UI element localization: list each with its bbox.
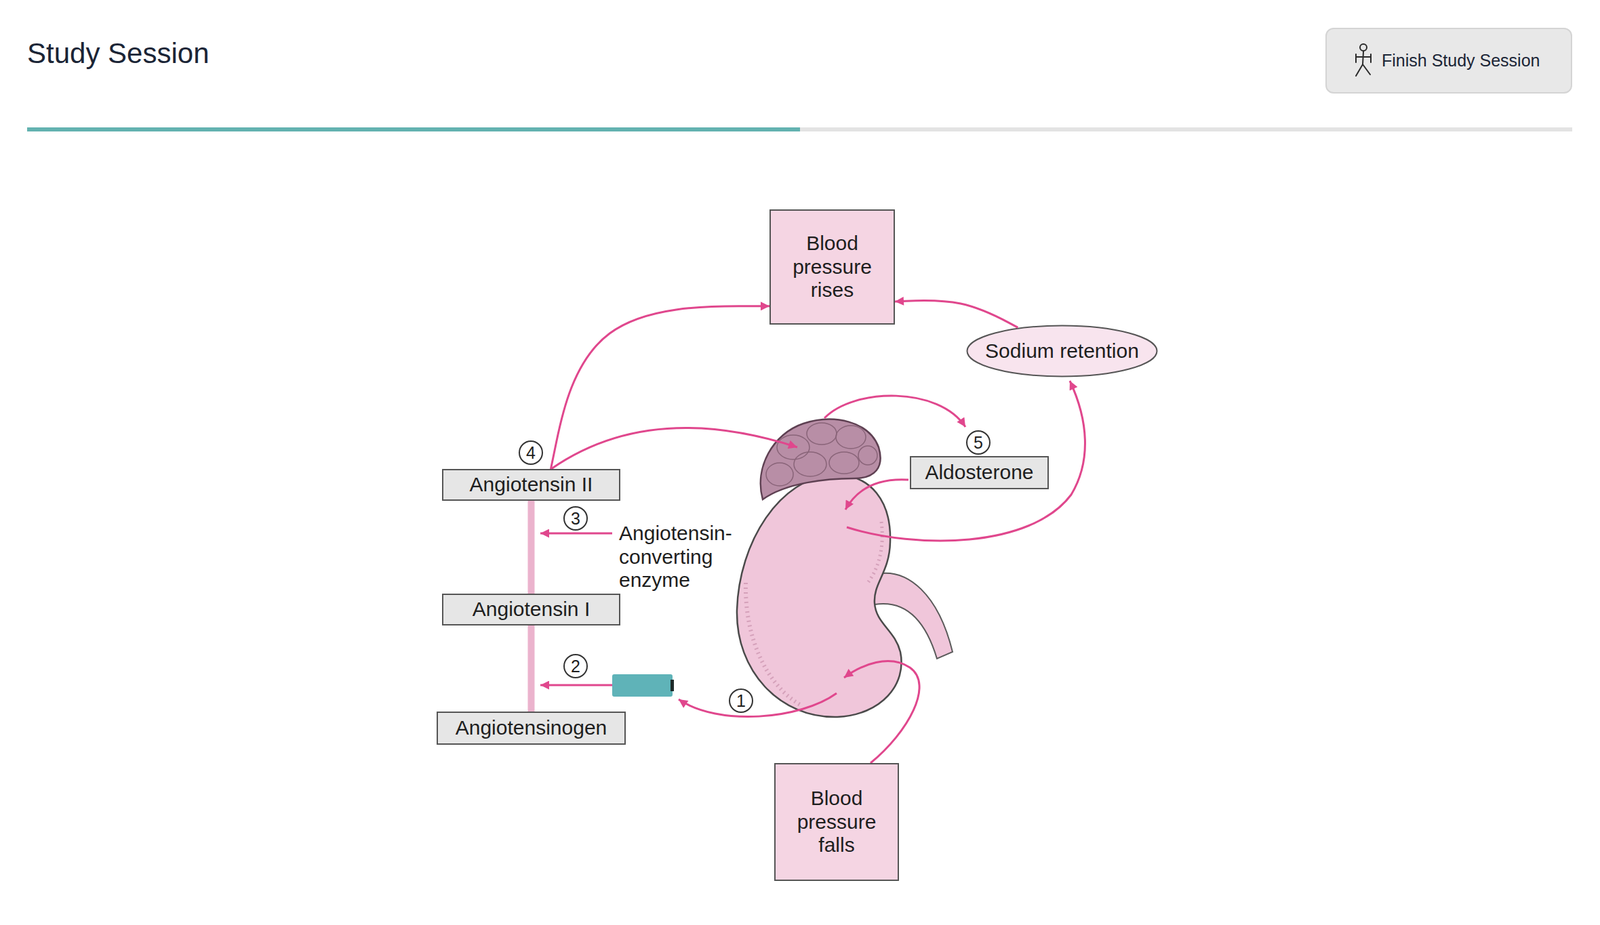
- adrenal-lobule: [806, 423, 837, 445]
- pathway-arrows: [540, 381, 1085, 764]
- hormone-box: Aldosterone: [909, 456, 1049, 490]
- secretion-arrow: [824, 395, 966, 428]
- adrenal-gland: [760, 419, 881, 500]
- kidney: [736, 474, 902, 718]
- progress-track: [27, 127, 1573, 132]
- renin-block: [612, 674, 673, 697]
- ellipse-shape: [967, 326, 1158, 377]
- kidney-stipple: [867, 522, 883, 584]
- callout-number: 3: [563, 506, 588, 531]
- cleavage-arrow: [540, 684, 613, 687]
- stimulus-arrow: [551, 428, 798, 470]
- node-text: Blood pressure rises: [776, 231, 889, 303]
- adrenal-lobules: [766, 423, 878, 487]
- node-text: Aldosterone: [924, 461, 1034, 485]
- node-text: Finish Study Session: [1381, 50, 1540, 71]
- process-box: Blood pressure rises: [769, 209, 895, 325]
- adrenal-lobule: [858, 446, 878, 466]
- action-button: Finish Study Session: [1325, 27, 1573, 94]
- page-title: Study Session: [27, 37, 210, 70]
- action-arrow: [845, 480, 909, 510]
- callout-number: 5: [966, 430, 991, 455]
- arrow-connector: [894, 300, 1018, 328]
- release-arrow: [678, 693, 837, 718]
- adrenal-lobule: [766, 463, 794, 487]
- kidney-stipple: [745, 583, 800, 706]
- node-text: Angiotensinogen: [455, 716, 608, 741]
- node-text: Angiotensin I: [472, 597, 590, 622]
- arrow-connector: [550, 306, 770, 470]
- node-text: Blood pressure falls: [781, 787, 893, 858]
- trigger-arrow: [844, 661, 920, 764]
- enzyme-label: Angiotensin- converting enzyme: [618, 522, 758, 593]
- renin-block-end: [670, 680, 674, 692]
- callout-number: 4: [518, 440, 544, 466]
- node-text: Angiotensin II: [469, 473, 594, 497]
- callout-number: 1: [728, 688, 754, 714]
- effect-arrow: [846, 381, 1085, 542]
- adrenal-lobule: [835, 425, 866, 449]
- callout-number: 2: [563, 654, 588, 679]
- hormone-box: Angiotensin II: [442, 469, 621, 502]
- conversion-arrow: [540, 532, 613, 535]
- node-text: Sodium retention: [985, 339, 1139, 364]
- adrenal-lobule: [776, 435, 810, 460]
- hormone-box: Angiotensinogen: [436, 711, 626, 746]
- progress-fill: [27, 127, 800, 132]
- pathway-bar: [528, 625, 535, 712]
- process-box: Blood pressure falls: [774, 763, 899, 882]
- adrenal-lobule: [829, 452, 859, 474]
- pathway-bar: [528, 501, 535, 594]
- hormone-box: Angiotensin I: [442, 593, 621, 626]
- adrenal-lobule: [793, 452, 827, 477]
- effect-ellipse: Sodium retention: [966, 324, 1158, 378]
